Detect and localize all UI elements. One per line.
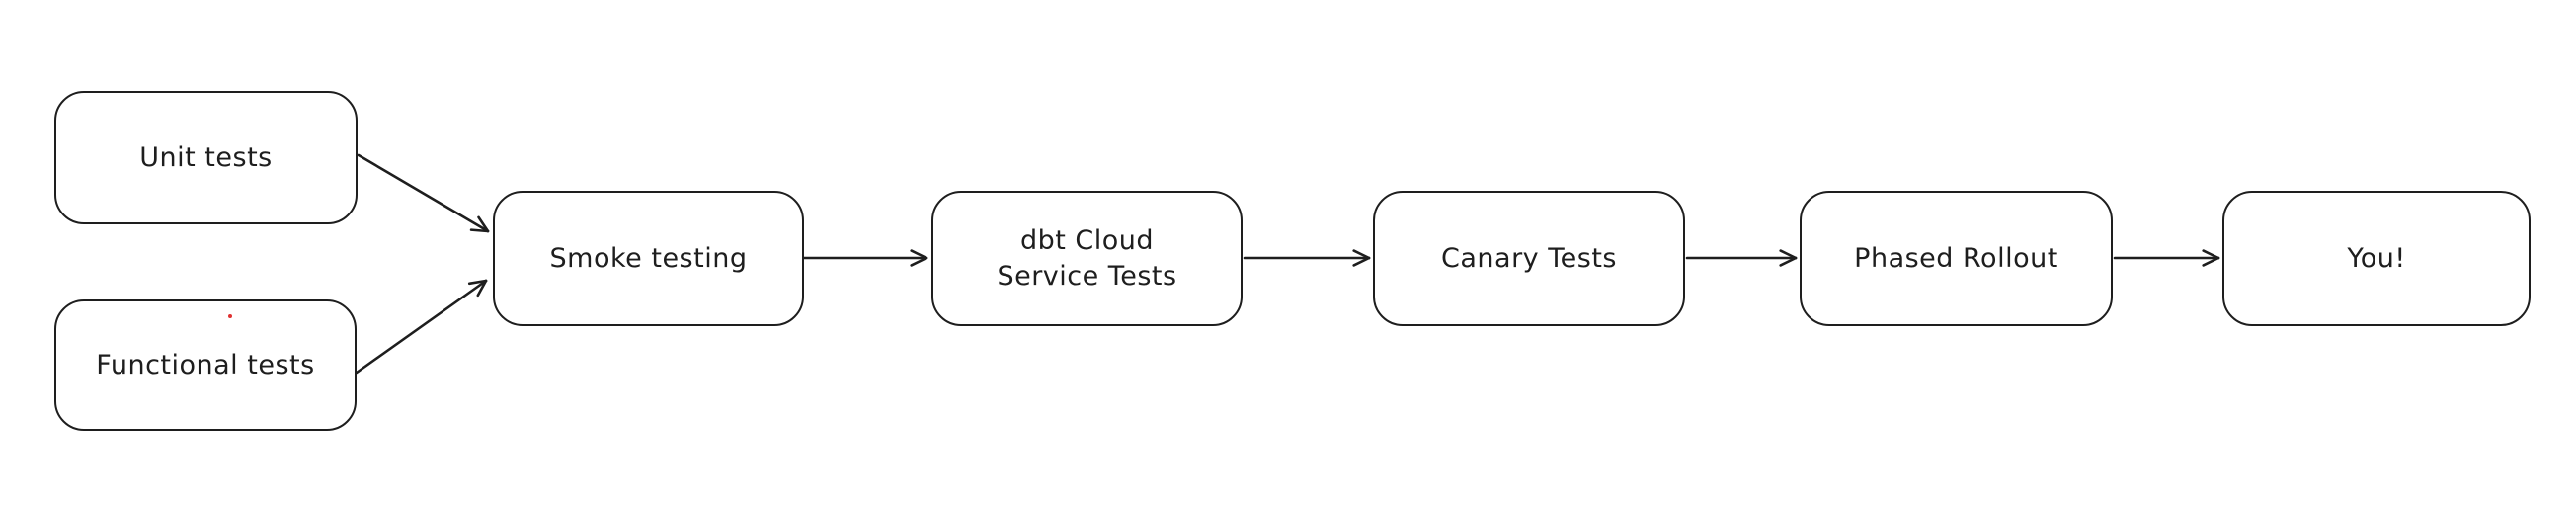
node-smoke-testing[interactable]: Smoke testing	[493, 191, 804, 326]
edge-smoke-testing-to-dbt-cloud-service-tests[interactable]	[800, 249, 928, 267]
node-label-phased-rollout: Phased Rollout	[1854, 242, 2058, 274]
edge-canary-tests-to-phased-rollout[interactable]	[1685, 249, 1798, 267]
edge-dbt-cloud-service-tests-to-canary-tests[interactable]	[1243, 249, 1371, 267]
node-unit-tests[interactable]: Unit tests	[54, 91, 358, 224]
node-functional-tests[interactable]: Functional tests	[54, 299, 357, 431]
node-label-functional-tests: Functional tests	[96, 349, 315, 381]
node-label-canary-tests: Canary Tests	[1441, 242, 1617, 274]
collaborator-cursor-dot	[228, 314, 232, 318]
edge-functional-tests-to-smoke-testing[interactable]	[355, 279, 488, 375]
node-dbt-cloud-service-tests[interactable]: dbt Cloud Service Tests	[931, 191, 1243, 326]
node-label-dbt-cloud-service-tests: dbt Cloud Service Tests	[997, 225, 1177, 292]
node-label-smoke-testing: Smoke testing	[549, 242, 748, 274]
node-label-unit-tests: Unit tests	[139, 141, 273, 173]
node-canary-tests[interactable]: Canary Tests	[1373, 191, 1685, 326]
edge-phased-rollout-to-you[interactable]	[2113, 249, 2220, 267]
node-you[interactable]: You!	[2222, 191, 2531, 326]
node-phased-rollout[interactable]: Phased Rollout	[1800, 191, 2113, 326]
node-label-you: You!	[2347, 242, 2406, 274]
edge-unit-tests-to-smoke-testing[interactable]	[357, 153, 490, 233]
